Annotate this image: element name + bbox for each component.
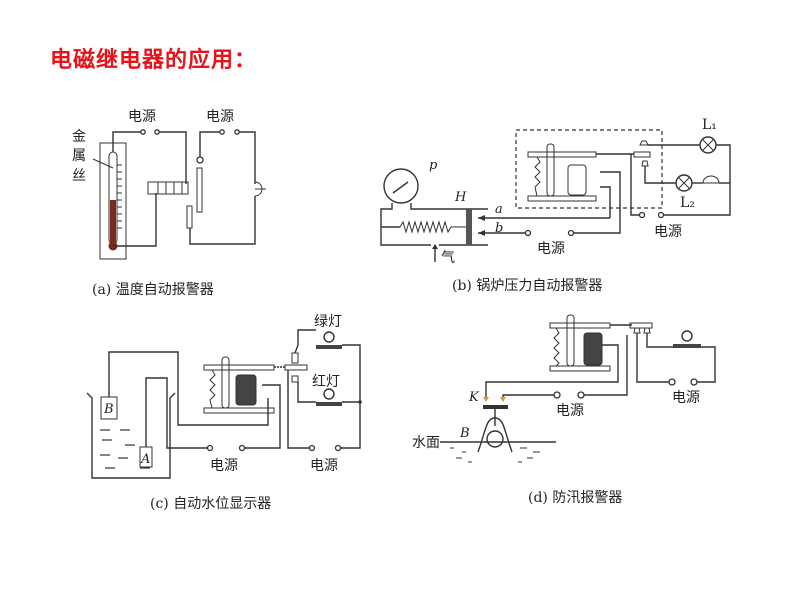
spring: [399, 220, 466, 234]
label-h: H: [454, 190, 467, 205]
label-k: K: [468, 390, 480, 405]
label-power-a-left: 电源: [128, 109, 156, 125]
coil: [567, 164, 587, 196]
label-water-surface: 水面: [412, 435, 440, 451]
label-power-c-right: 电源: [310, 458, 338, 474]
wire-a2: [158, 131, 187, 184]
label-power-b-left: 电源: [537, 241, 565, 257]
red-lamp-base: [316, 402, 342, 406]
caption-c: (c) 自动水位显示器: [150, 496, 271, 512]
piston: [466, 209, 472, 245]
cylinder-top: [410, 203, 488, 210]
float-ball: [486, 430, 504, 448]
terminal: [140, 129, 146, 135]
diagram-b-boiler-pressure-alarm: p H 气 a b 电源 L₁: [380, 117, 731, 294]
caption-d: (d) 防汛报警器: [528, 490, 622, 506]
label-metal-wire-2: 属: [72, 148, 86, 164]
float-housing: [477, 417, 513, 453]
armature-bar: [527, 151, 597, 158]
terminal: [668, 378, 676, 386]
red-lamp: [323, 388, 335, 400]
label-green-lamp: 绿灯: [314, 314, 342, 330]
wire-d-coil: [485, 344, 619, 397]
pivot: [196, 156, 204, 164]
contact: [186, 205, 193, 229]
wire-a5: [236, 131, 256, 184]
water: [450, 447, 540, 463]
caption-a: (a) 温度自动报警器: [92, 282, 214, 298]
float-bar: [483, 405, 508, 409]
label-gas: 气: [441, 250, 455, 266]
wire-b-coil: [573, 171, 621, 234]
coil: [235, 374, 257, 406]
terminal: [234, 129, 240, 135]
label-b: B: [459, 426, 470, 441]
water: [100, 429, 150, 469]
bell-icon: [702, 175, 720, 184]
label-power-d-right: 电源: [672, 390, 700, 406]
diagram-a-temperature-alarm: 电源 电源 金 属 丝: [72, 109, 266, 298]
armature: [196, 167, 203, 213]
green-lamp: [323, 331, 335, 343]
label-power-b-right: 电源: [654, 224, 682, 240]
terminal: [154, 129, 160, 135]
label-power-d-left: 电源: [556, 403, 584, 419]
coil: [583, 332, 603, 366]
pressure-gauge: [383, 168, 419, 204]
diagram-c-water-level-indicator: B A 电源 绿灯 红灯 电源 (c) 自动水位显示器: [86, 314, 362, 512]
alarm-lamp: [681, 330, 693, 342]
label-b: b: [495, 221, 503, 236]
green-lamp-base: [316, 345, 342, 349]
pointer-line: [92, 158, 114, 169]
relay-base: [527, 195, 597, 202]
terminal: [219, 129, 225, 135]
page-title: 电磁继电器的应用：: [50, 48, 258, 73]
wire-a4: [199, 131, 220, 162]
wire-a1: [112, 131, 141, 152]
wire-c1: [108, 351, 269, 426]
thermometer-scale: [117, 164, 122, 229]
label-l1: L₁: [702, 117, 717, 133]
wire-a6: [189, 196, 256, 245]
caption-b: (b) 锅炉压力自动报警器: [452, 278, 602, 294]
label-power-c-left: 电源: [210, 458, 238, 474]
terminal: [690, 378, 698, 386]
mercury-column: [110, 200, 116, 246]
diagram-d-flood-alarm: 电源 电源 K B 水面 (d) 防汛报警器: [412, 314, 716, 506]
label-metal-wire-1: 金: [72, 129, 86, 145]
electromagnet-coil: [147, 181, 189, 195]
contact-k-left: [483, 397, 489, 402]
label-p: p: [429, 158, 438, 173]
label-a: a: [495, 202, 503, 217]
label-metal-wire-3: 丝: [72, 168, 86, 184]
wire-a3: [113, 193, 157, 247]
cylinder-body-left: [380, 203, 431, 246]
relay-box: [515, 129, 663, 209]
label-b: B: [103, 402, 114, 417]
label-power-a-right: 电源: [206, 109, 234, 125]
label-l2: L₂: [680, 195, 695, 211]
label-a: A: [140, 452, 150, 467]
beaker: [86, 392, 176, 479]
contact-k-right: [500, 397, 506, 402]
lamp-base: [673, 344, 701, 348]
label-red-lamp: 红灯: [312, 374, 340, 390]
